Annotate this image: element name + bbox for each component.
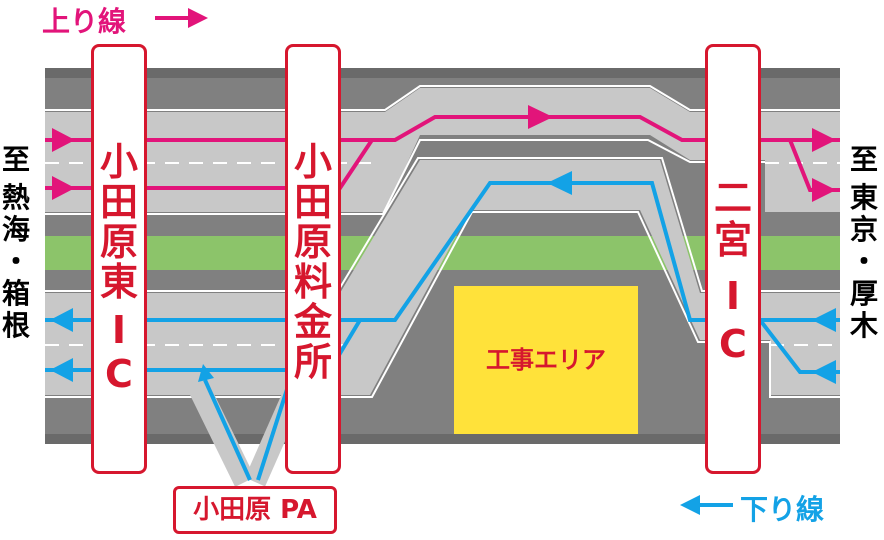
- upbound-arrow-mid: [528, 105, 553, 129]
- upbound-arrow-left-2: [52, 176, 75, 200]
- down-line-arrow-icon: [680, 495, 733, 515]
- up-line-label: 上り線: [42, 5, 127, 38]
- ic-label-char: 宮: [713, 218, 752, 262]
- dest-left-char: 海: [2, 213, 31, 246]
- ic-label-char: 二: [713, 176, 752, 220]
- downbound-arrow-right-1: [812, 308, 836, 332]
- ic-label-char: I: [111, 308, 127, 352]
- pa-ramp-left: [185, 375, 255, 487]
- ic-label-char: 小: [99, 140, 138, 184]
- down-line-label: 下り線: [740, 493, 825, 526]
- downbound-arrow-left-1: [50, 308, 73, 332]
- downbound-lane-band: [45, 160, 840, 395]
- ic-label-char: I: [725, 274, 741, 318]
- dest-right-char: 厚: [850, 277, 879, 310]
- up-line-arrow-icon: [155, 8, 208, 28]
- dest-right-char: 京: [850, 213, 879, 246]
- downbound-arrow-mid: [547, 171, 572, 195]
- tollgate-label-char: 金: [293, 300, 332, 344]
- dest-left-char: 至: [2, 143, 31, 176]
- down-line-legend: 下り線: [740, 488, 824, 528]
- up-line-legend: 上り線: [42, 0, 126, 40]
- dest-right-char: ・: [850, 245, 879, 278]
- ic-label-char: C: [105, 352, 133, 396]
- odawara-tollgate-box: 小 田 原 料 金 所: [285, 44, 341, 474]
- tollgate-label-char: 料: [293, 260, 332, 304]
- tollgate-label-char: 小: [293, 140, 332, 184]
- dest-right-char: 木: [850, 309, 879, 342]
- pa-route-in: [203, 379, 252, 481]
- dest-left-char: ・: [2, 245, 31, 278]
- dest-left-char: 根: [2, 309, 31, 342]
- tollgate-label-char: 所: [293, 340, 332, 384]
- downbound-arrow-right-2: [812, 360, 836, 384]
- ic-label-char: 原: [99, 220, 138, 264]
- downbound-arrow-left-2: [50, 358, 73, 382]
- ic-label-char: 東: [99, 260, 138, 304]
- road-bottom-edge: [45, 434, 840, 444]
- odawara-pa-box: 小田原 PA: [173, 486, 337, 534]
- upbound-arrow-right-2: [812, 178, 836, 202]
- dest-left-char: 熱: [2, 181, 31, 214]
- downbound-edge-inner: [45, 211, 840, 398]
- dest-right-char: 東: [850, 181, 879, 214]
- dest-right-char: 至: [850, 143, 879, 176]
- upbound-arrow-right-1: [812, 128, 836, 152]
- ic-label-char: 田: [99, 180, 138, 224]
- pa-label: 小田原 PA: [193, 495, 317, 525]
- construction-area-label: 工事エリア: [486, 346, 606, 374]
- tollgate-label-char: 田: [293, 180, 332, 224]
- road-top-edge: [45, 68, 840, 78]
- construction-area-box: [454, 286, 638, 434]
- upbound-arrow-left-1: [52, 128, 75, 152]
- odawara-higashi-ic-box: 小 田 原 東 I C: [91, 44, 147, 474]
- pa-route-out: [256, 379, 292, 481]
- destination-left: 至 熱 海 ・ 箱 根: [2, 146, 30, 340]
- tollgate-label-char: 原: [293, 220, 332, 264]
- ic-label-char: C: [719, 322, 747, 366]
- destination-right: 至 東 京 ・ 厚 木: [850, 146, 878, 340]
- ninomiya-ic-box: 二 宮 I C: [705, 44, 761, 474]
- pa-arrow-up: [198, 364, 214, 382]
- dest-left-char: 箱: [2, 277, 31, 310]
